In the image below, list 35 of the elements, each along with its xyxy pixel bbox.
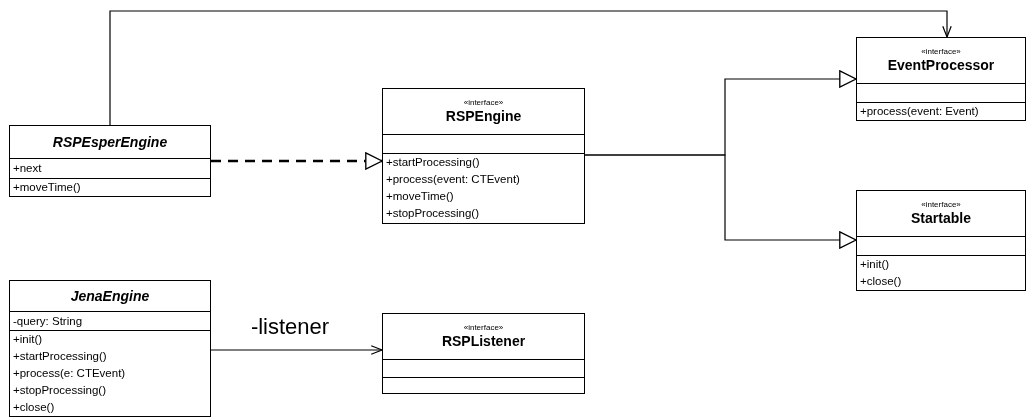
class-box <box>382 88 585 224</box>
class-box <box>856 190 1026 291</box>
arrow <box>584 154 857 249</box>
method-text: +close() <box>13 400 56 415</box>
method-text: +close() <box>860 274 903 289</box>
attribute-text: +next <box>13 161 43 176</box>
method-text: +process(e: CTEvent) <box>13 366 127 381</box>
method-text: +process(event: Event) <box>860 104 980 119</box>
stereotype-label: «interface» <box>463 98 504 108</box>
class-name: RSPEsperEngine <box>52 133 168 151</box>
method-text: +moveTime() <box>13 180 82 195</box>
stereotype-label: «interface» <box>463 323 504 333</box>
class-name: Startable <box>911 210 971 227</box>
method-text: +init() <box>13 332 44 347</box>
method-text: +process(event: CTEvent) <box>386 172 521 187</box>
class-box <box>9 280 211 417</box>
attribute-text: -query: String <box>13 314 84 329</box>
stereotype-label: «interface» <box>921 47 961 57</box>
class-name: JenaEngine <box>70 287 150 305</box>
class-name: EventProcessor <box>887 57 995 74</box>
arrow <box>210 345 383 355</box>
class-box <box>382 313 585 394</box>
dashed-arrow <box>211 152 383 170</box>
stereotype-label: «interface» <box>921 200 961 210</box>
arrow <box>109 10 952 126</box>
method-text: +startProcessing() <box>386 155 481 170</box>
method-text: +stopProcessing() <box>13 383 107 398</box>
method-text: +stopProcessing() <box>386 206 480 221</box>
class-box <box>9 125 211 197</box>
class-name: RSPListener <box>441 333 526 350</box>
method-text: +startProcessing() <box>13 349 108 364</box>
class-name: RSPEngine <box>445 108 522 125</box>
class-box <box>856 37 1026 121</box>
method-text: +moveTime() <box>386 189 455 204</box>
method-text: +init() <box>860 257 891 272</box>
